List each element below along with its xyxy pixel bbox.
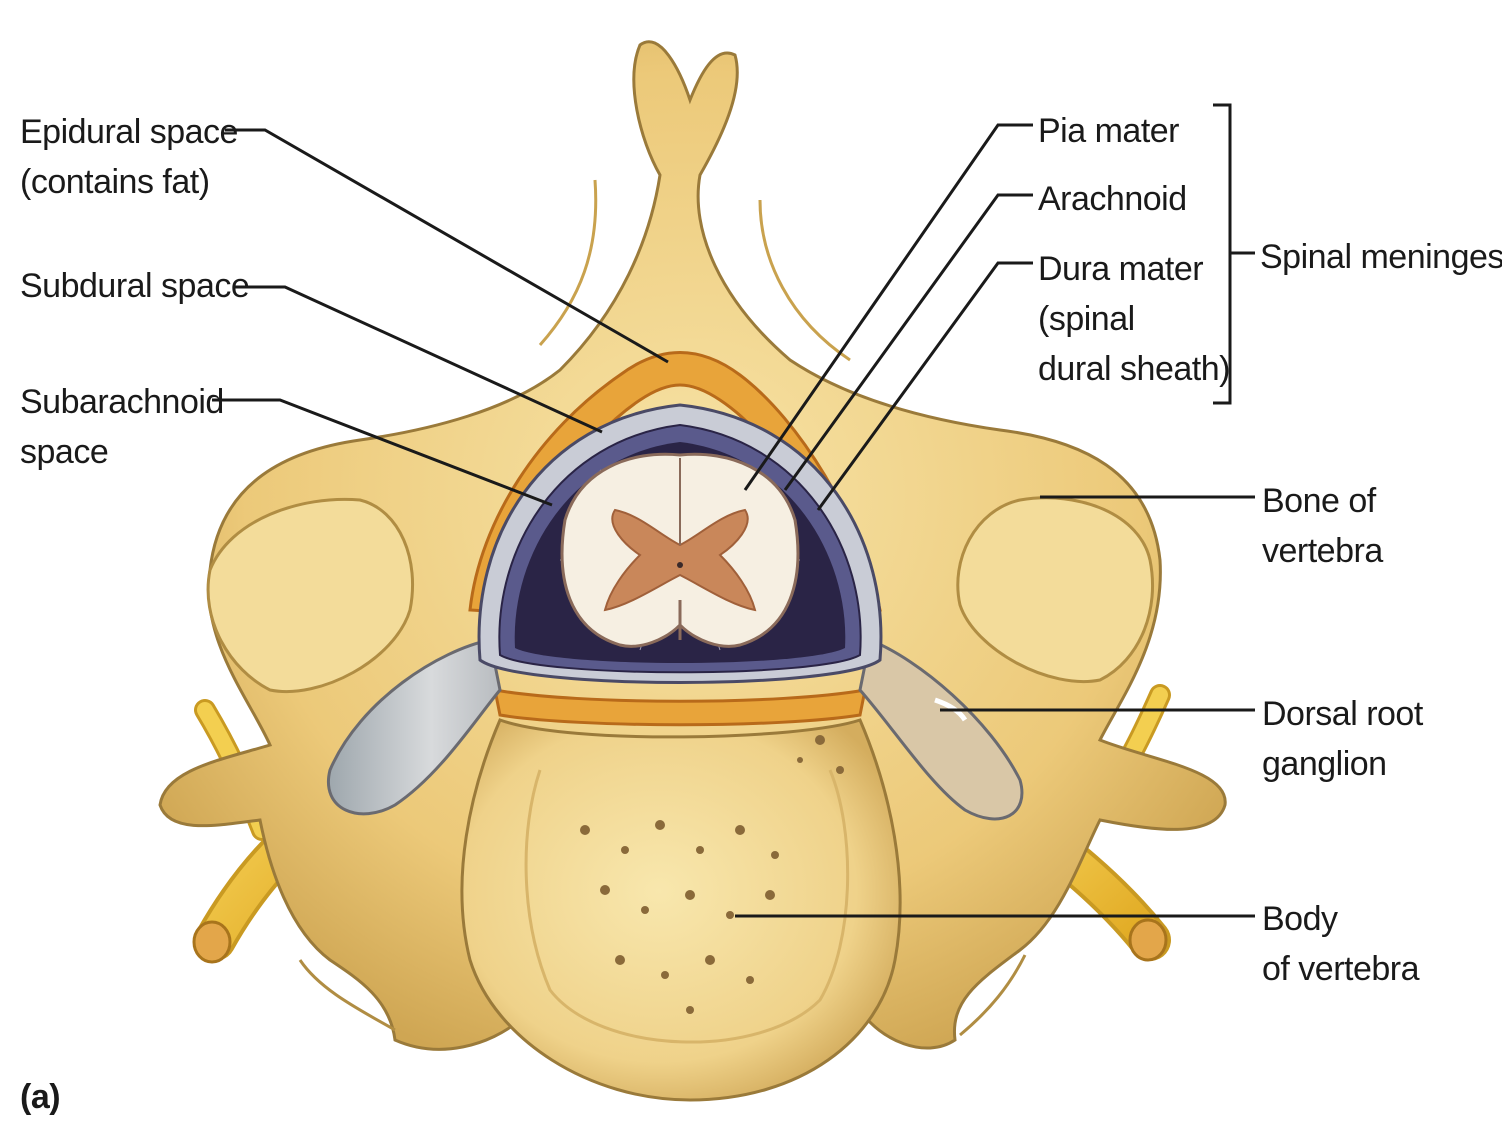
- spinal-cord: [560, 452, 800, 648]
- label-bone-of-vertebra: Bone of vertebra: [1262, 482, 1384, 570]
- label-body-of-vertebra: Body of vertebra: [1262, 900, 1420, 988]
- leader-dura-mater: [816, 261, 1033, 511]
- label-bone-of-vertebra-line-1: Bone of: [1262, 482, 1377, 520]
- label-epidural-space-line-1: Epidural space: [20, 113, 238, 151]
- leader-pia-mater: [743, 123, 1033, 491]
- label-subarachnoid-space-line-1: Subarachnoid: [20, 383, 224, 421]
- label-dorsal-root-ganglion-line-2: ganglion: [1262, 745, 1387, 783]
- vertebral-body: [460, 718, 902, 1102]
- label-subarachnoid-space-line-2: space: [20, 433, 108, 471]
- leader-subdural-space: [235, 285, 603, 434]
- left-dorsal-root-ganglion: [327, 638, 502, 816]
- label-subdural-space: Subdural space: [20, 267, 250, 305]
- label-dura-mater: Dura mater (spinal dural sheath): [1038, 250, 1230, 388]
- label-spinal-meninges: Spinal meninges: [1260, 238, 1502, 276]
- label-bone-of-vertebra-line-2: vertebra: [1262, 532, 1383, 570]
- label-pia-mater-line-1: Pia mater: [1038, 112, 1179, 150]
- label-subdural-space-line-1: Subdural space: [20, 267, 249, 305]
- vertebral-body-pores: [580, 735, 844, 1014]
- leader-subarachnoid-space: [212, 398, 553, 507]
- figure-panel-tag: (a): [20, 1078, 60, 1116]
- label-body-of-vertebra-line-2: of vertebra: [1262, 950, 1420, 988]
- label-dorsal-root-ganglion-line-1: Dorsal root: [1262, 695, 1424, 733]
- label-arachnoid: Arachnoid: [1038, 180, 1187, 218]
- label-dorsal-root-ganglion: Dorsal root ganglion: [1262, 695, 1424, 783]
- leader-lines: [212, 103, 1255, 918]
- leader-arachnoid: [783, 193, 1033, 491]
- label-subarachnoid-space: Subarachnoid space: [20, 383, 224, 471]
- label-arachnoid-line-1: Arachnoid: [1038, 180, 1187, 218]
- label-dura-mater-line-2: (spinal: [1038, 300, 1135, 338]
- leader-epidural-space: [225, 128, 669, 364]
- label-epidural-space: Epidural space (contains fat): [20, 113, 238, 201]
- label-epidural-space-line-2: (contains fat): [20, 163, 210, 201]
- label-dura-mater-line-1: Dura mater: [1038, 250, 1203, 288]
- label-pia-mater: Pia mater: [1038, 112, 1180, 150]
- label-body-of-vertebra-line-1: Body: [1262, 900, 1338, 938]
- label-dura-mater-line-3: dural sheath): [1038, 350, 1230, 388]
- label-spinal-meninges-line-1: Spinal meninges: [1260, 238, 1502, 276]
